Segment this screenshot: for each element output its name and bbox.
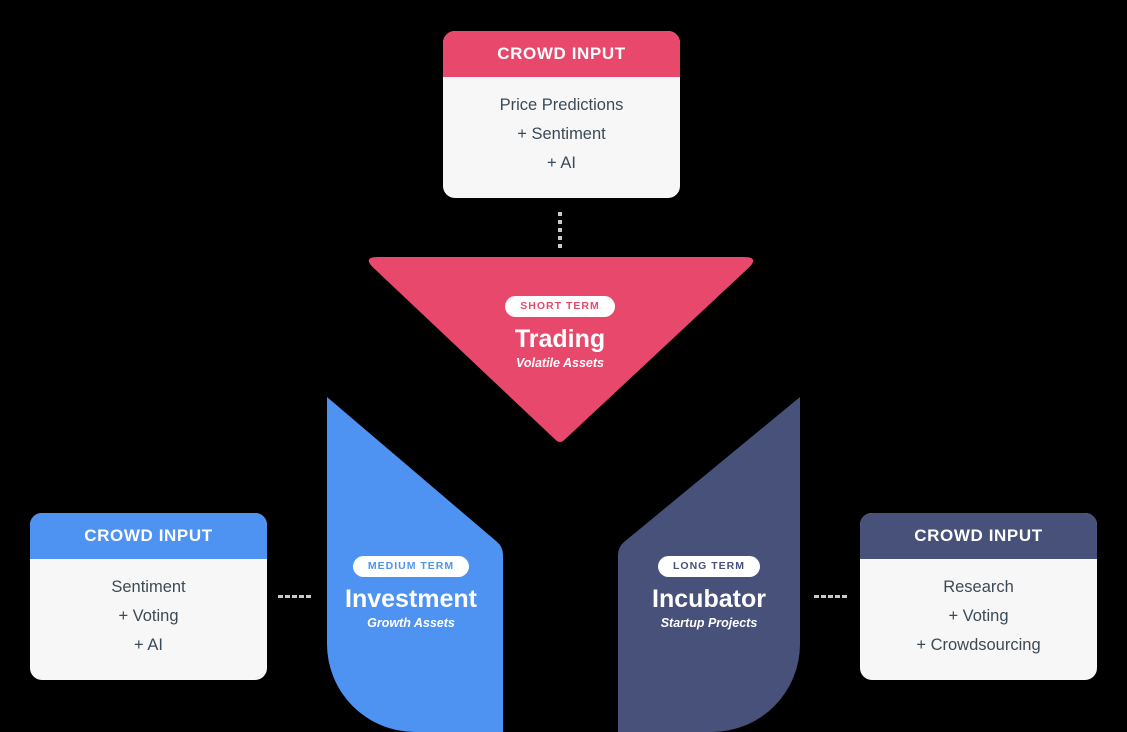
card-header-left: CROWD INPUT <box>30 513 267 559</box>
trading-triangle-shape <box>368 257 754 443</box>
investment-leaf-shape <box>327 397 503 732</box>
card-line: + Sentiment <box>517 125 606 143</box>
card-line: + Voting <box>118 607 179 625</box>
card-line: + AI <box>547 154 576 172</box>
connector-left-dotted-line <box>278 595 311 598</box>
connector-right-dotted-line <box>814 595 847 598</box>
crowd-input-card-top: CROWD INPUT Price Predictions + Sentimen… <box>443 31 680 198</box>
card-line: + Crowdsourcing <box>916 636 1041 654</box>
crowd-input-card-left: CROWD INPUT Sentiment + Voting + AI <box>30 513 267 680</box>
card-line: Price Predictions <box>499 96 624 114</box>
card-body-right: Research + Voting + Crowdsourcing <box>860 559 1097 660</box>
card-line: Research <box>943 578 1014 596</box>
card-line: + AI <box>134 636 163 654</box>
card-body-top: Price Predictions + Sentiment + AI <box>443 77 680 178</box>
card-line: Sentiment <box>111 578 186 596</box>
card-line: + Voting <box>948 607 1009 625</box>
incubator-leaf-shape <box>618 397 800 732</box>
card-header-right: CROWD INPUT <box>860 513 1097 559</box>
connector-top-dotted-line <box>558 212 562 249</box>
card-body-left: Sentiment + Voting + AI <box>30 559 267 660</box>
crowd-input-card-right: CROWD INPUT Research + Voting + Crowdsou… <box>860 513 1097 680</box>
card-header-top: CROWD INPUT <box>443 31 680 77</box>
